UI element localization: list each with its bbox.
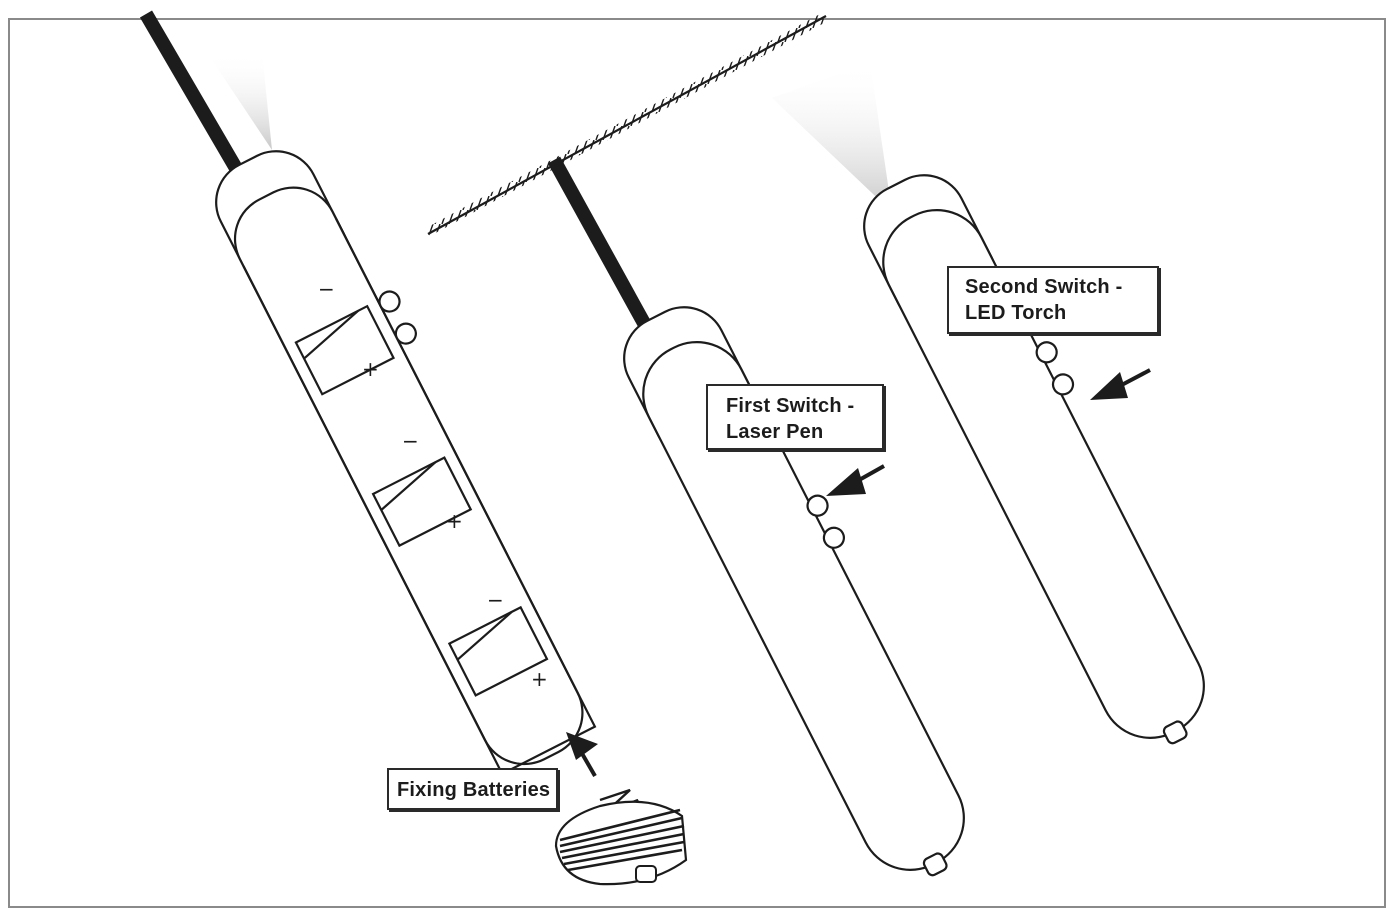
battery-holder-device <box>215 150 597 776</box>
battery-3 <box>447 605 549 697</box>
first-switch-arrow-icon <box>826 464 885 496</box>
battery-1-minus: − <box>318 277 335 301</box>
first-switch-label: First Switch - Laser Pen <box>706 384 884 450</box>
middle-hanging-cord <box>547 156 657 338</box>
battery-2-minus: − <box>402 429 419 453</box>
battery-1-plus: + <box>362 357 379 381</box>
ceiling-hatch <box>426 14 827 236</box>
fixing-batteries-text: Fixing Batteries <box>397 779 551 801</box>
led-torch-device <box>863 174 1205 745</box>
fixing-arrow-icon <box>566 732 598 777</box>
battery-2 <box>371 456 473 548</box>
second-switch-label: Second Switch - LED Torch <box>947 266 1159 334</box>
diagram-frame <box>8 18 1386 908</box>
fixing-batteries-label: Fixing Batteries <box>387 768 558 810</box>
battery-1 <box>294 304 395 396</box>
second-switch-arrow-icon <box>1090 368 1151 400</box>
battery-3-plus: + <box>531 667 548 691</box>
left-light-beam <box>212 52 272 150</box>
battery-3-minus: − <box>487 588 504 612</box>
left-hanging-cord <box>139 10 251 186</box>
first-switch-line1: First Switch - <box>726 395 855 417</box>
battery-2-plus: + <box>446 509 463 533</box>
right-light-beam <box>772 62 892 212</box>
battery-end-cap <box>554 800 688 886</box>
first-switch-line2: Laser Pen <box>726 421 824 443</box>
second-switch-line1: Second Switch - <box>965 276 1123 298</box>
second-switch-line2: LED Torch <box>965 302 1067 324</box>
